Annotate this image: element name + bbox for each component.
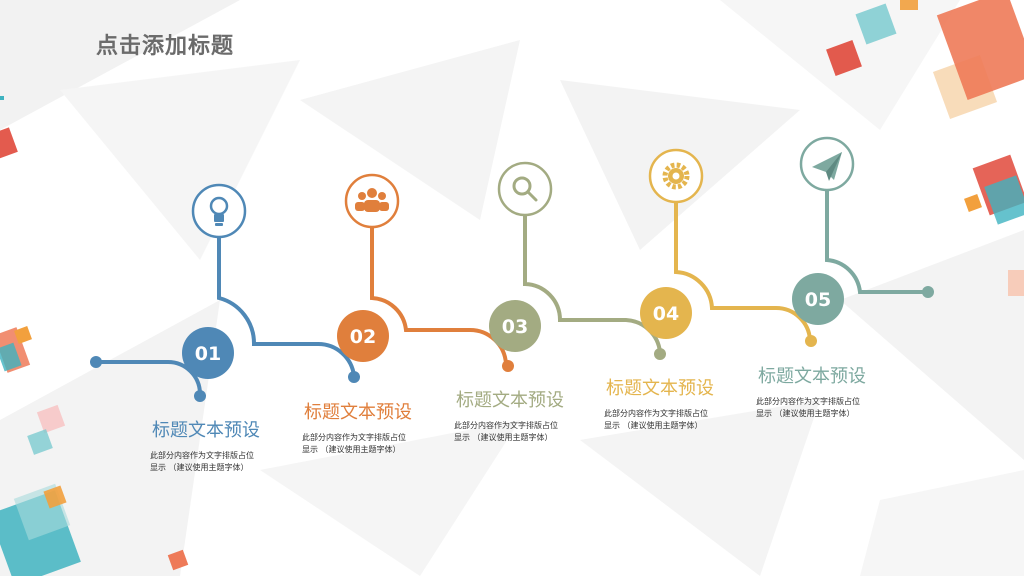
step-1-description[interactable]: 此部分内容作为文字排版占位 显示 （建议使用主题字体）	[150, 450, 290, 474]
step-4-number: 04	[653, 303, 679, 325]
step-2-number: 02	[350, 326, 376, 348]
step-5-badge	[792, 273, 844, 325]
gear-icon	[662, 162, 690, 190]
step-3-description[interactable]: 此部分内容作为文字排版占位 显示 （建议使用主题字体）	[454, 420, 594, 444]
step-1-badge	[182, 327, 234, 379]
step-5-title[interactable]: 标题文本预设	[758, 366, 866, 387]
step-2-description[interactable]: 此部分内容作为文字排版占位 显示 （建议使用主题字体）	[302, 432, 442, 456]
slide-title[interactable]: 点击添加标题	[96, 34, 235, 59]
step-1-title[interactable]: 标题文本预设	[152, 420, 260, 441]
step-2-title[interactable]: 标题文本预设	[304, 402, 412, 423]
step-5-desc-line-2: 显示 （建议使用主题字体）	[756, 409, 855, 418]
step-2-connector	[370, 226, 508, 366]
step-2-badge	[337, 310, 389, 362]
step-3-title[interactable]: 标题文本预设	[456, 390, 564, 411]
step-2-desc-line-1: 此部分内容作为文字排版占位	[302, 433, 406, 442]
team-icon	[355, 188, 389, 212]
step-4-badge	[640, 287, 692, 339]
lightbulb-icon	[209, 196, 229, 226]
step-4-desc-line-1: 此部分内容作为文字排版占位	[604, 409, 708, 418]
step-3-desc-line-2: 显示 （建议使用主题字体）	[454, 433, 553, 442]
step-4-desc-line-2: 显示 （建议使用主题字体）	[604, 421, 703, 430]
step-1-desc-line-2: 显示 （建议使用主题字体）	[150, 463, 249, 472]
step-5-connector	[825, 188, 930, 294]
step-3-badge	[489, 300, 541, 352]
step-4-description[interactable]: 此部分内容作为文字排版占位 显示 （建议使用主题字体）	[604, 408, 744, 432]
step-1-desc-line-1: 此部分内容作为文字排版占位	[150, 451, 254, 460]
step-3-desc-line-1: 此部分内容作为文字排版占位	[454, 421, 558, 430]
step-3-number: 03	[502, 316, 528, 338]
paper-plane-icon	[812, 152, 842, 181]
step-5-desc-line-1: 此部分内容作为文字排版占位	[756, 397, 860, 406]
step-4-connector	[674, 200, 812, 342]
step-5-description[interactable]: 此部分内容作为文字排版占位 显示 （建议使用主题字体）	[756, 396, 896, 420]
step-4-title[interactable]: 标题文本预设	[606, 378, 714, 399]
search-icon	[512, 176, 538, 202]
step-1-number: 01	[195, 343, 221, 365]
step-2-desc-line-2: 显示 （建议使用主题字体）	[302, 445, 401, 454]
step-5-number: 05	[805, 289, 831, 311]
